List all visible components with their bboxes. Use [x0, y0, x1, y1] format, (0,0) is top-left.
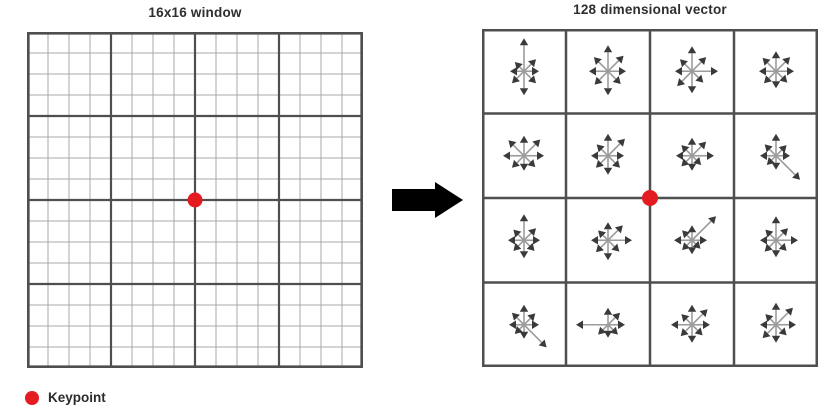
- legend: Keypoint: [25, 390, 106, 405]
- orientation-histogram-cell: [760, 302, 796, 343]
- legend-label: Keypoint: [48, 390, 106, 405]
- orientation-histogram-cell: [674, 216, 717, 255]
- orientation-histogram-cell: [676, 137, 714, 171]
- keypoint-legend-dot-icon: [25, 390, 39, 405]
- orientation-histogram-cell: [589, 45, 626, 96]
- left-panel-title: 16x16 window: [148, 5, 242, 20]
- keypoint-dot-right: [642, 190, 658, 206]
- orientation-histogram-cell: [671, 304, 710, 343]
- orientation-histogram-cell: [760, 216, 798, 258]
- window-grid: [27, 32, 363, 368]
- orientation-histogram-cell: [591, 222, 632, 261]
- orientation-histogram-cell: [759, 51, 794, 89]
- descriptor-grid: [482, 29, 818, 367]
- orientation-histogram-cell: [510, 38, 539, 96]
- transform-arrow-icon: [392, 182, 463, 218]
- keypoint-dot-left: [187, 192, 203, 208]
- orientation-histogram-cell: [509, 304, 547, 348]
- orientation-histogram-cell: [760, 133, 801, 180]
- orientation-histogram-cell: [675, 46, 718, 94]
- orientation-histogram-cell: [591, 133, 625, 175]
- orientation-histogram-cell: [508, 214, 540, 259]
- orientation-histogram-cell: [576, 307, 625, 338]
- right-panel-title: 128 dimensional vector: [573, 2, 727, 17]
- orientation-histogram-cell: [503, 135, 544, 171]
